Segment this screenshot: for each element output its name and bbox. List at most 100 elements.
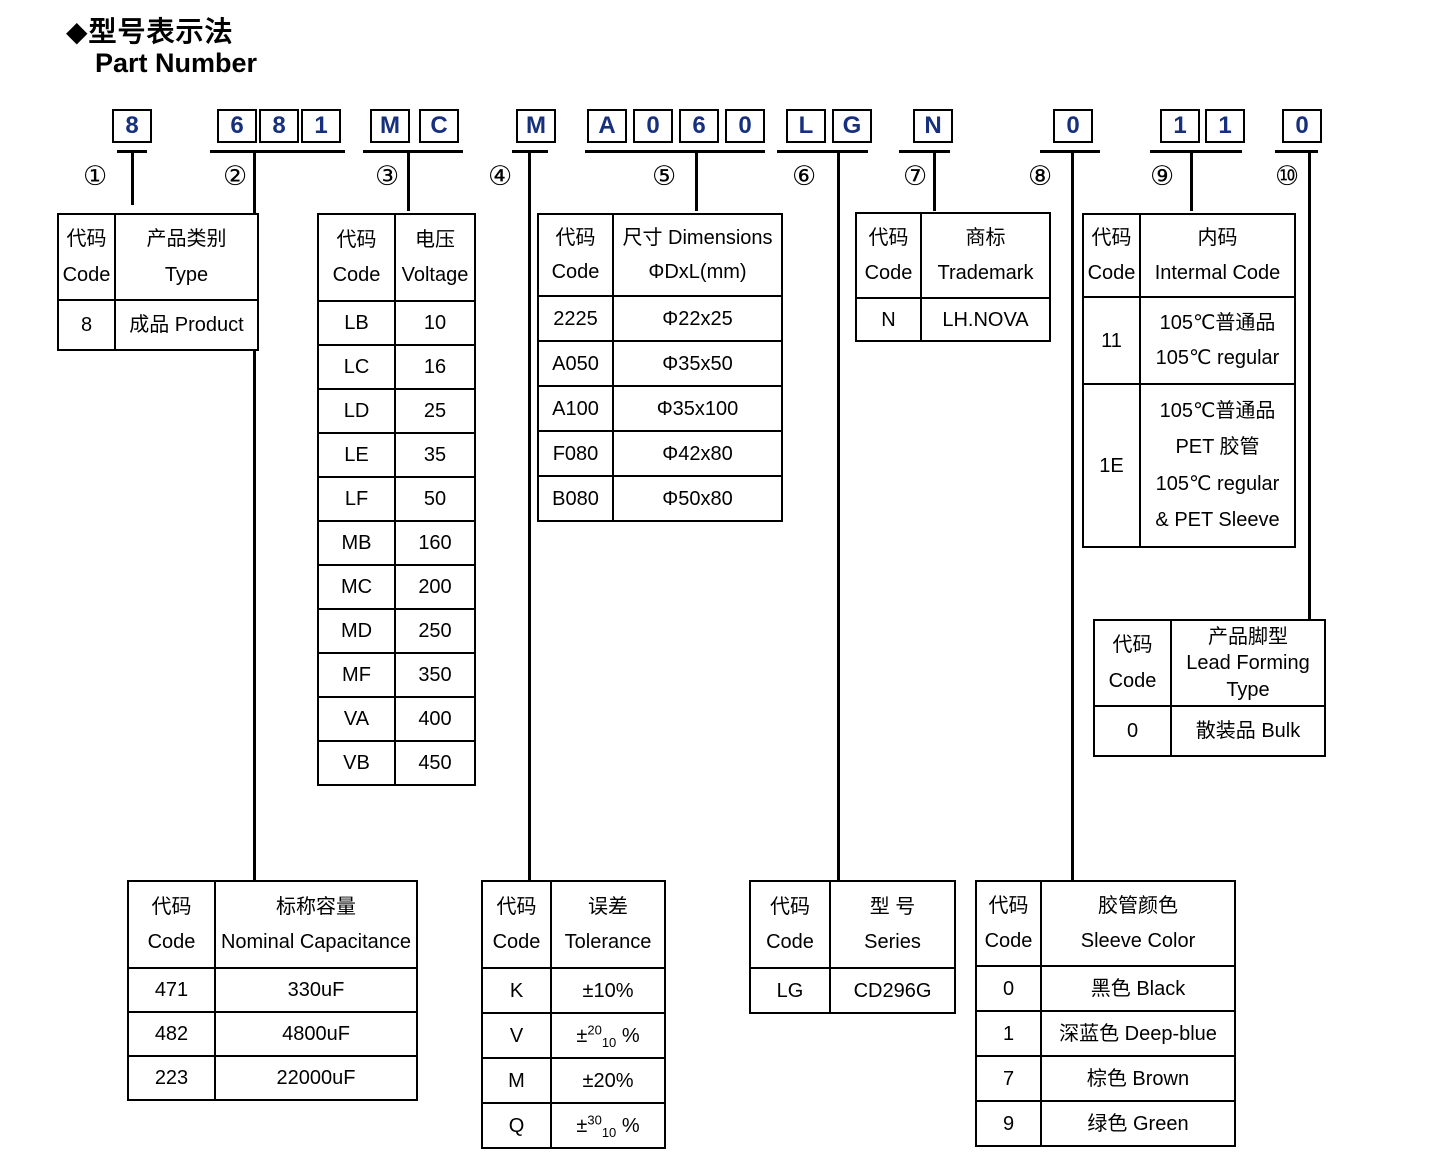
table-cell: 223 — [127, 1055, 216, 1101]
table-cell: M — [481, 1057, 552, 1104]
table-cell: A100 — [537, 385, 614, 432]
table-cell: ±2010 % — [550, 1012, 666, 1059]
pn-char-box: 6 — [679, 109, 719, 143]
table-cell: 2225 — [537, 295, 614, 342]
page-title-en: Part Number — [95, 48, 258, 78]
table-cell: ±20% — [550, 1057, 666, 1104]
table-cell: 50 — [394, 476, 476, 522]
group-marker-3: ③ — [375, 161, 400, 191]
pn-char-box: M — [370, 109, 410, 143]
table-cell: 成品 Product — [114, 299, 259, 351]
group-underline — [777, 150, 868, 153]
table-cell: 35 — [394, 432, 476, 478]
table-cell: MC — [317, 564, 396, 610]
table-cell: MF — [317, 652, 396, 698]
pn-char-box: 1 — [301, 109, 341, 143]
table-cell: MD — [317, 608, 396, 654]
pn-char-box: C — [419, 109, 459, 143]
connector-line-3 — [407, 153, 410, 211]
table-cell: LF — [317, 476, 396, 522]
table-cell: VA — [317, 696, 396, 742]
table-cell: 10 — [394, 300, 476, 346]
group-underline — [585, 150, 765, 153]
group-marker-7: ⑦ — [903, 161, 928, 191]
pn-char-box: G — [832, 109, 872, 143]
table-cell: 绿色 Green — [1040, 1100, 1236, 1147]
table-cell: F080 — [537, 430, 614, 477]
group-underline — [363, 150, 463, 153]
pn-char-box: 0 — [725, 109, 765, 143]
table-cell: 482 — [127, 1011, 216, 1057]
table-cell: 350 — [394, 652, 476, 698]
table-cell: 25 — [394, 388, 476, 434]
connector-line-5 — [695, 153, 698, 211]
group-underline — [1275, 150, 1318, 153]
pn-char-box: 8 — [112, 109, 152, 143]
group-marker-5: ⑤ — [652, 161, 677, 191]
connector-line-4 — [528, 153, 531, 882]
table-cell: 8 — [57, 299, 116, 351]
group-underline — [1040, 150, 1100, 153]
pn-char-box: 1 — [1160, 109, 1200, 143]
table-cell: 330uF — [214, 967, 418, 1013]
group-marker-10: ⑩ — [1275, 161, 1300, 191]
group-marker-1: ① — [83, 161, 108, 191]
table-cell: Φ42x80 — [612, 430, 783, 477]
pn-char-box: 1 — [1205, 109, 1245, 143]
table-cell: Φ22x25 — [612, 295, 783, 342]
table-cell: 黑色 Black — [1040, 965, 1236, 1012]
pn-char-box: 0 — [633, 109, 673, 143]
table-cell: B080 — [537, 475, 614, 522]
table-cell: 200 — [394, 564, 476, 610]
connector-line-2 — [253, 153, 256, 882]
table-cell: 250 — [394, 608, 476, 654]
group-underline — [210, 150, 345, 153]
table-cell: 16 — [394, 344, 476, 390]
table-cell: 4800uF — [214, 1011, 418, 1057]
group-marker-2: ② — [223, 161, 248, 191]
table-cell: V — [481, 1012, 552, 1059]
group-marker-8: ⑧ — [1028, 161, 1053, 191]
pn-char-box: A — [587, 109, 627, 143]
table-cell: 160 — [394, 520, 476, 566]
table-cell: A050 — [537, 340, 614, 387]
table-cell: 棕色 Brown — [1040, 1055, 1236, 1102]
table-cell: ±10% — [550, 967, 666, 1014]
table-cell: Q — [481, 1102, 552, 1149]
connector-line-1 — [131, 153, 134, 205]
table-cell: LD — [317, 388, 396, 434]
table-cell: LC — [317, 344, 396, 390]
group-underline — [899, 150, 950, 153]
table-cell: LH.NOVA — [920, 297, 1051, 342]
pn-char-box: M — [516, 109, 556, 143]
table-cell: Φ50x80 — [612, 475, 783, 522]
table-cell: 深蓝色 Deep-blue — [1040, 1010, 1236, 1057]
table-cell: 0 — [1093, 705, 1172, 757]
table-cell: K — [481, 967, 552, 1014]
